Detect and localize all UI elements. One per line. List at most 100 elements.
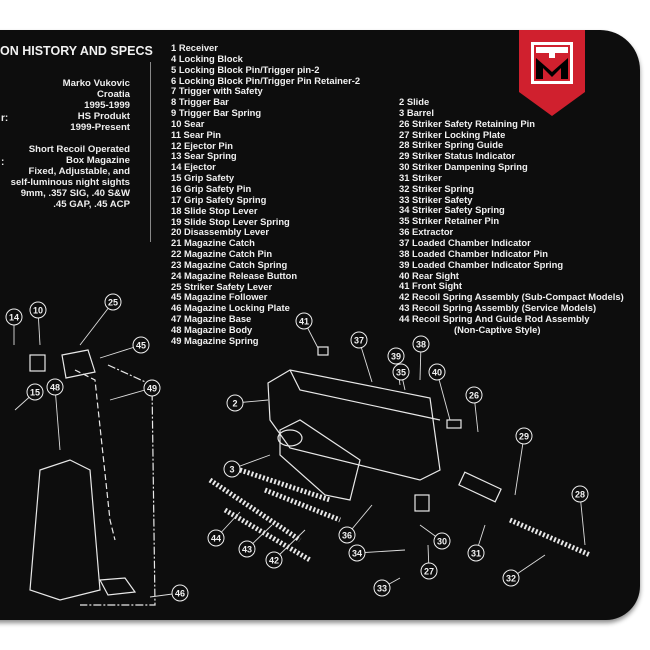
callout-leader [514,435,525,496]
part-list-item: 23 Magazine Catch Spring [171,258,288,270]
callout-label: 49 [147,383,157,393]
spec-label-fragment: : [1,157,5,168]
gun-cleaning-mat: ON HISTORY AND SPECS [0,30,640,620]
magazine-guide-line [80,364,156,606]
callout-label: 37 [354,335,364,345]
spec-value: Fixed, Adjustable, and [28,166,130,177]
part-list-item: 2 Slide [399,96,430,107]
spec-value: Croatia [96,89,130,100]
magazine-spring-part [74,369,116,541]
spec-value: .45 GAP, .45 ACP [53,199,130,210]
callout-label: 32 [506,573,516,583]
callout-circle [392,363,410,381]
spec-value: 1995-1999 [84,100,130,111]
callout-label: 46 [175,588,185,598]
callout-label: 35 [396,367,406,377]
part-list-item: 27 Striker Locking Plate [399,128,506,140]
recoil-spring [223,507,312,563]
part-list-item: 20 Disassembly Lever [171,226,269,238]
part-list-item: 5 Locking Block Pin/Trigger pin-2 [171,63,320,75]
barrel-part [279,419,361,501]
locking-plate-part [414,494,430,512]
part-list-item: 11 Sear Pin [171,128,222,140]
callout-circle [26,383,44,401]
part-list-item: 22 Magazine Catch Pin [171,248,273,260]
part-list-item: 41 Front Sight [399,280,463,292]
part-list-item: 32 Striker Spring [399,182,475,194]
callout-circle [467,544,485,562]
spec-value: Box Magazine [66,155,130,166]
part-list-item: 49 Magazine Spring [171,334,259,346]
recoil-spring [208,477,302,543]
callout-circle [412,335,430,353]
part-list-item: 15 Grip Safety [171,172,235,184]
callout-circle [104,293,122,311]
callout-circle [571,485,589,503]
callout-circle [515,427,533,445]
callout-label: 40 [432,367,442,377]
part-list-item: 38 Loaded Chamber Indicator Pin [399,247,548,259]
callout-label: 2 [232,398,237,408]
part-list-item: 16 Grip Safety Pin [171,182,252,194]
part-list-item: 8 Trigger Bar [171,96,229,108]
callout-circle [223,460,241,478]
callout-circle [207,529,225,547]
part-list-item: 44 Recoil Spring And Guide Rod Assembly [399,312,590,324]
callout-circle [265,551,283,569]
part-list-item: 39 Loaded Chamber Indicator Spring [399,258,564,270]
callout-label: 43 [242,544,252,554]
callout-leader [79,301,114,346]
part-list-item: 9 Trigger Bar Spring [171,107,262,119]
spec-label-fragment: r: [1,113,9,124]
part-list-item: 36 Extractor [399,226,454,238]
callout-label: 45 [136,340,146,350]
callout-label: 3 [229,464,234,474]
part-list-item: 46 Magazine Locking Plate [171,302,290,314]
callout-circle [420,562,438,580]
spec-value: HS Produkt [77,111,130,122]
part-list-item: 10 Sear [171,117,205,129]
sear-part [29,354,46,372]
callout-circle [338,526,356,544]
callout-circle [132,336,150,354]
callout-label: 27 [424,566,434,576]
spec-value: Marko Vukovic [62,78,130,89]
part-list-item: 12 Ejector Pin [171,139,234,151]
spec-value: Short Recoil Operated [28,144,130,155]
callout-circle [143,379,161,397]
callout-circle [433,532,451,550]
part-list-item: (Non-Captive Style) [454,323,541,335]
slide-edge [289,369,441,421]
part-list-item: 4 Locking Block [171,52,243,64]
callout-label: 26 [469,390,479,400]
callout-circle [428,363,446,381]
callout-label: 10 [33,305,43,315]
part-list-item: 6 Locking Block Pin/Trigger Pin Retainer… [171,74,361,86]
callout-circle [46,378,64,396]
part-list-item: 14 Ejector [171,161,216,173]
part-list-item: 47 Magazine Base [171,313,252,325]
brand-logo [519,30,585,116]
follower-part [61,349,96,379]
striker-part [458,471,502,503]
part-list-item: 37 Loaded Chamber Indicator [399,236,531,248]
callout-circle [29,301,47,319]
callout-circle [238,540,256,558]
part-list-item: 42 Recoil Spring Assembly (Sub-Compact M… [399,291,624,303]
part-list-item: 40 Rear Sight [399,269,459,281]
callout-circle [226,394,244,412]
section-heading: ON HISTORY AND SPECS [0,44,153,58]
callout-label: 44 [211,533,221,543]
magazine-plate-part [99,577,137,596]
barrel-muzzle [277,429,303,447]
logo-mark [536,58,568,79]
callout-label: 25 [108,297,118,307]
slide-part [267,369,441,481]
spec-value: 1999-Present [70,122,130,133]
divider [150,62,151,242]
part-list-item: 45 Magazine Follower [171,291,268,303]
logo-t-mark [536,47,568,58]
